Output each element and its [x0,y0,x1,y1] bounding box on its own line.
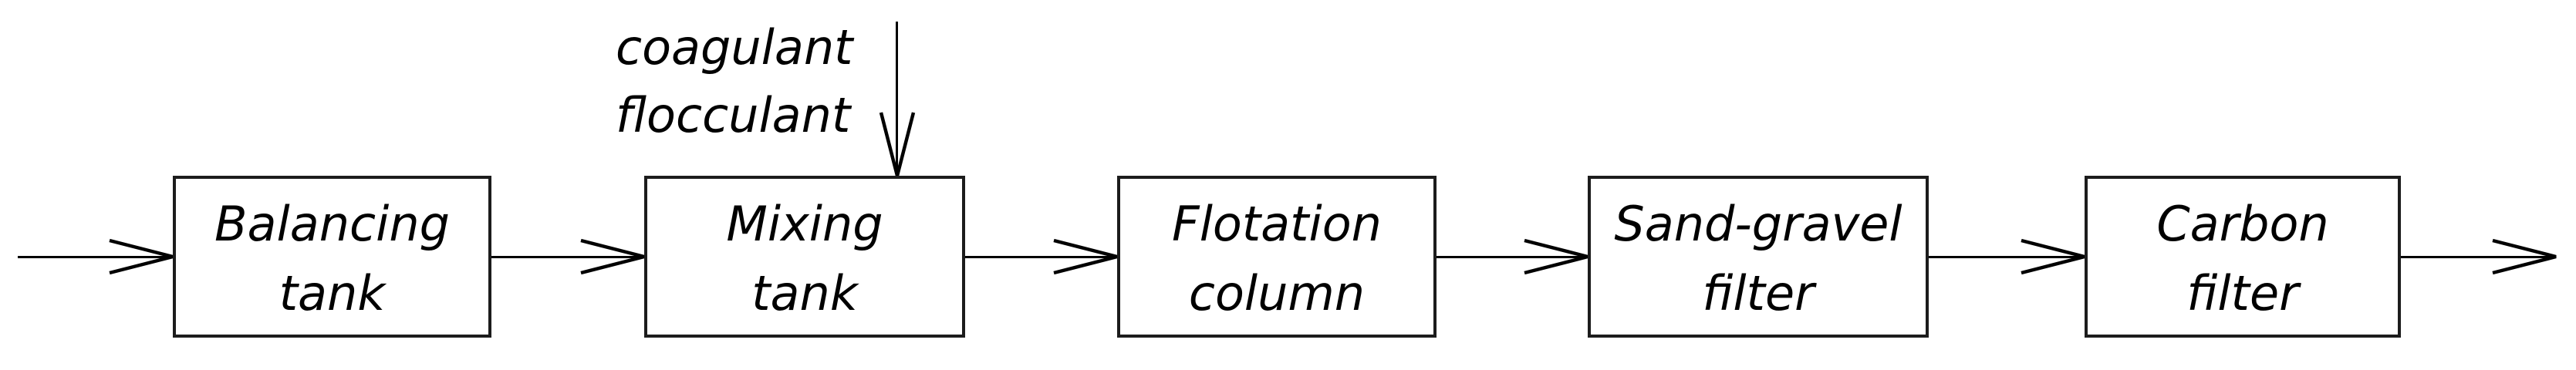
arrowhead-right-icon [2021,238,2085,275]
box-label-line2: column [1188,265,1366,321]
box-label-line1: Flotation [1172,196,1382,252]
process-box-carbon-filter: Carbon filter [2085,176,2401,338]
dosing-annotation-line1: coagulant [616,19,853,76]
box-label-line2: tank [751,265,858,321]
flow-line-outlet [2401,256,2554,258]
arrowhead-right-icon [2492,238,2557,275]
arrowhead-right-icon [109,238,174,275]
process-box-mixing-tank: Mixing tank [644,176,965,338]
process-box-sand-gravel-filter: Sand-gravel filter [1588,176,1929,338]
box-label-line1: Balancing [214,196,450,252]
dosing-annotation: coagulant flocculant [616,14,853,150]
box-label-line1: Carbon [2156,196,2329,252]
box-label-line1: Mixing [726,196,883,252]
process-box-balancing-tank: Balancing tank [173,176,491,338]
box-label-line2: tank [279,265,386,321]
flow-line-2-3 [965,256,1117,258]
arrowhead-right-icon [1053,238,1118,275]
box-label-line2: filter [2186,265,2299,321]
dosing-annotation-line2: flocculant [616,87,851,143]
box-label-line2: filter [1702,265,1815,321]
arrowhead-right-icon [1524,238,1588,275]
dosing-line [896,22,898,176]
arrowhead-right-icon [580,238,645,275]
flow-line-4-5 [1929,256,2085,258]
flow-line-3-4 [1437,256,1588,258]
process-box-flotation-column: Flotation column [1117,176,1437,338]
flow-line-1-2 [491,256,644,258]
box-label-line1: Sand-gravel [1614,196,1902,252]
flow-line-inlet [18,256,173,258]
arrowhead-down-icon [879,112,916,177]
